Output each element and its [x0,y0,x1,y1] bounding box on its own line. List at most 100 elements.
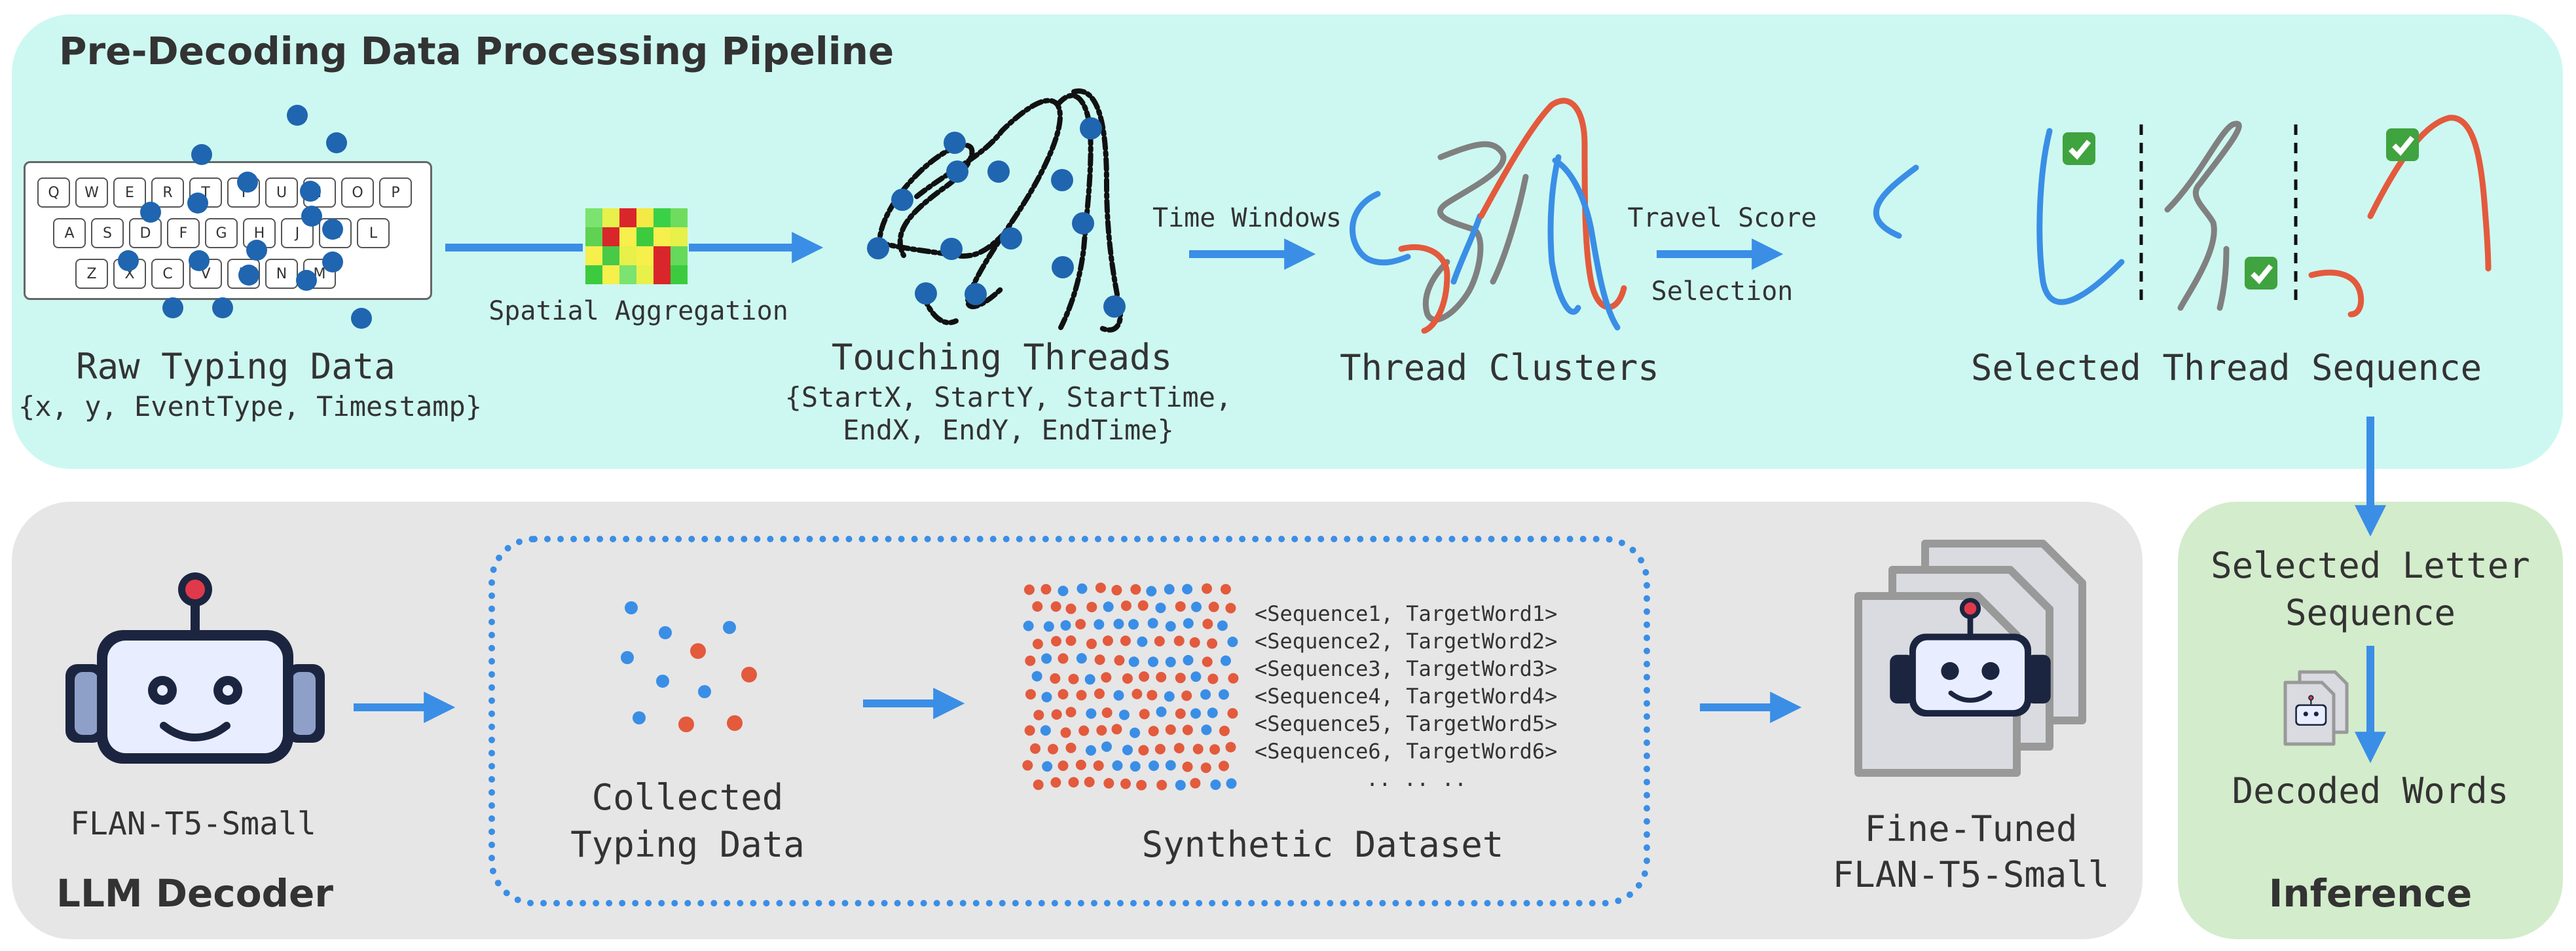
synthetic-point [1173,743,1185,754]
synthetic-point [1068,777,1079,788]
synthetic-point [1103,601,1114,612]
synthetic-point [1023,584,1035,595]
key-u: U [265,177,298,208]
synthetic-point [1128,656,1139,667]
check-icon-1 [2063,132,2095,165]
synthetic-point [1154,743,1166,755]
synthetic-point [1033,779,1044,791]
finetuned-line-1: Fine-Tuned [1864,808,2078,849]
touch-point [140,202,161,223]
synthetic-point [1219,725,1230,736]
synthetic-point [1112,760,1123,771]
synthetic-point [1156,779,1168,791]
key-l: L [357,218,390,248]
raw-typing-fields: {x, y, EventType, Timestamp} [18,390,483,422]
synthetic-point [1101,741,1113,753]
synthetic-point [1031,671,1042,682]
finetuned-model-icon [1854,540,2086,777]
touch-point [300,181,321,202]
synthetic-point [1189,637,1200,648]
synthetic-point [1130,727,1141,738]
robot-icon [65,572,325,764]
synthetic-point [1200,689,1211,700]
key-o: O [341,177,374,208]
synthetic-point [1113,690,1124,701]
synthetic-point [1120,778,1131,789]
synthetic-point [1032,601,1043,612]
synthetic-point [1207,707,1218,718]
synthetic-point [1122,745,1133,756]
touch-point [322,219,343,240]
heatmap-icon [585,208,688,284]
synthetic-point [1120,635,1131,646]
synthetic-point [1181,690,1192,701]
touch-point [189,250,210,271]
collected-line-1: Collected [591,777,784,818]
synthetic-point [1154,635,1165,646]
touching-threads-label: Touching Threads [831,337,1173,378]
synthetic-point [1165,621,1176,632]
synthetic-point [1217,620,1228,631]
synthetic-point [1207,673,1219,684]
synthetic-point [1065,742,1076,753]
synthetic-point [1175,673,1186,684]
synthetic-point [1068,673,1079,684]
synthetic-point [1190,777,1201,789]
synthetic-point [1078,725,1090,736]
synthetic-point [1190,601,1202,612]
synthetic-point [1050,673,1061,684]
synthetic-point [1156,706,1167,717]
synthetic-point [1075,759,1086,770]
synthetic-point [1041,692,1052,703]
synthetic-point [1155,603,1166,614]
synthetic-dataset-scatter [1022,582,1239,791]
synthetic-point [1042,761,1053,772]
synthetic-point [1175,779,1186,791]
synthetic-point [1120,600,1132,611]
synthetic-point [1128,619,1139,630]
synthetic-point [1136,779,1147,791]
touch-point [351,308,372,329]
touch-point [212,297,233,318]
synthetic-point [1113,618,1124,629]
synthetic-point [1050,777,1061,788]
key-c: C [151,259,184,289]
key-w: W [75,177,108,208]
synthetic-point [1075,618,1086,629]
synthetic-point [1051,709,1062,720]
synthetic-point [1022,760,1033,771]
synthetic-point [1050,601,1061,612]
touch-point [301,206,322,227]
touch-point [187,193,208,214]
synthetic-point [1060,727,1071,738]
synthetic-point [1076,583,1088,594]
synthetic-point [1137,636,1148,647]
synthetic-point [1025,689,1036,700]
synthetic-point [1111,585,1122,596]
selected-letter-line-2: Sequence [2285,592,2456,633]
synthetic-point [1164,584,1175,595]
synthetic-point [1094,688,1105,699]
synthetic-point [1146,586,1157,597]
synthetic-dataset-label: Synthetic Dataset [1141,824,1504,865]
touch-point [322,252,343,272]
dataset-pair: <Sequence5, TargetWord5> [1255,711,1558,736]
synthetic-point [1200,762,1211,774]
collected-line-2: Typing Data [570,824,805,865]
synthetic-point [1025,655,1036,666]
key-f: F [167,218,200,248]
synthetic-point [1103,777,1114,789]
dataset-pair: <Sequence4, TargetWord4> [1255,684,1558,709]
synthetic-point [1147,656,1158,667]
key-g: G [205,218,238,248]
key-z: Z [75,259,108,289]
dataset-pair: <Sequence3, TargetWord3> [1255,656,1558,681]
synthetic-point [1058,760,1069,772]
synthetic-point [1202,583,1213,594]
synthetic-point [1139,709,1150,720]
synthetic-point [1048,743,1059,755]
synthetic-point [1086,639,1097,650]
synthetic-point [1122,673,1133,684]
